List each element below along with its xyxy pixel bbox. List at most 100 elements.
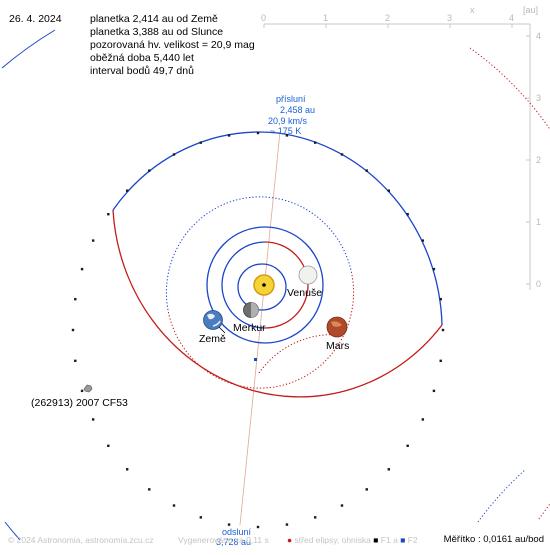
orbit-interval-dot: [439, 297, 442, 301]
sun-center: [262, 283, 266, 287]
orbit-interval-dot: [285, 134, 289, 137]
y-tick-label: 0: [536, 279, 541, 289]
orbit-interval-dot: [80, 267, 84, 271]
info-earth-distance: planetka 2,414 au od Země: [90, 13, 218, 25]
orbit-interval-dot: [172, 153, 176, 156]
orbit-interval-dot: [439, 359, 442, 363]
orbit-interval-dot: [406, 213, 409, 216]
legend-f1: F1: [380, 535, 391, 545]
y-tick-label: 4: [536, 31, 541, 41]
legend-f2: F2: [407, 535, 418, 545]
venus-orbit-below: [264, 241, 309, 329]
orbit-interval-dot: [256, 525, 260, 529]
y-tick-label: 3: [536, 93, 541, 103]
orbit-interval-dot: [227, 523, 231, 526]
perihelion-title: přísluní: [276, 94, 306, 104]
mars: Mars: [326, 316, 349, 352]
x-tick-label: 4: [509, 13, 514, 23]
orbit-interval-dot: [285, 523, 289, 526]
asteroid-orbit-below: [112, 209, 443, 398]
aphelion-info: odsluní 3,728 au: [216, 527, 252, 547]
orbit-interval-dot: [107, 213, 110, 216]
footer-legend: ● střed elipsy, ohniska ■ F1 a ■ F2: [287, 535, 418, 545]
orbit-interval-dot: [340, 153, 344, 156]
orbit-interval-dot: [91, 418, 95, 421]
orbit-interval-dot: [365, 169, 368, 172]
orbit-interval-dot: [148, 488, 151, 491]
orbit-interval-dot: [313, 141, 317, 144]
venus: Venuše: [287, 265, 322, 299]
info-block: planetka 2,414 au od Země planetka 3,388…: [90, 13, 255, 78]
mercury-orbit: [237, 263, 287, 311]
orbit-interval-dot: [406, 444, 409, 447]
orbit-interval-dot: [172, 504, 176, 507]
orbit-interval-dot: [387, 189, 391, 192]
orbit-interval-dot: [227, 134, 231, 137]
orbit-interval-dot: [74, 297, 77, 301]
asteroid-label: (262913) 2007 CF53: [31, 397, 128, 409]
orbit-interval-dot: [148, 169, 151, 172]
mars-orbit-above: [165, 196, 353, 311]
orbit-interval-dot: [421, 239, 425, 242]
orbit-interval-dot: [107, 444, 110, 447]
outer-orbit-arc-blue-left: [4, 521, 21, 541]
mars-label: Mars: [326, 340, 349, 352]
sun: [253, 274, 275, 296]
earth-disc: [203, 310, 223, 330]
orbit-interval-dot: [80, 389, 84, 393]
f2-marker-icon: ■: [400, 535, 406, 545]
orbit-interval-dot: [387, 468, 391, 471]
info-interval: interval bodů 49,7 dnů: [90, 65, 194, 77]
venus-orbit-above: [221, 241, 266, 329]
orbit-interval-dot: [199, 516, 203, 519]
orbit-interval-dot: [125, 189, 129, 192]
outer-orbit-arc-blue-dotted: [477, 469, 526, 523]
orbit-interval-dot: [441, 328, 445, 332]
perihelion-temperature: ~ 175 K: [270, 126, 301, 136]
perihelion-info: přísluní 2,458 au 20,9 km/s ~ 175 K: [268, 94, 315, 136]
mercury-label: Merkur: [233, 322, 266, 334]
aphelion-distance: 3,728 au: [216, 537, 251, 547]
center-marker-icon: ●: [287, 535, 293, 545]
asteroid-icon: [83, 384, 93, 393]
perihelion-distance: 2,458 au: [280, 105, 315, 115]
perihelion-speed: 20,9 km/s: [268, 116, 308, 126]
asteroid-orbit-point: [254, 358, 257, 361]
earth-label: Země: [199, 333, 226, 345]
aphelion-title: odsluní: [222, 527, 252, 537]
asteroid-orbit: [71, 131, 445, 529]
mars-orbit-below-2: [258, 334, 341, 374]
orbit-interval-dot: [199, 141, 203, 144]
orbit-interval-dot: [71, 328, 75, 332]
asteroid: (262913) 2007 CF53: [31, 384, 128, 409]
y-tick-label: 1: [536, 217, 541, 227]
venus-label: Venuše: [287, 287, 322, 299]
orbit-interval-dot: [256, 131, 260, 135]
legend-center: střed elipsy, ohniska: [294, 535, 371, 545]
orbit-interval-dot: [365, 488, 368, 491]
y-tick-label: 2: [536, 155, 541, 165]
mars-orbit: [165, 196, 355, 389]
x-tick-label: 2: [385, 13, 390, 23]
info-sun-distance: planetka 3,388 au od Slunce: [90, 26, 224, 38]
mars-disc: [326, 316, 348, 338]
orbit-interval-dot: [125, 468, 129, 471]
footer-copyright: © 2024 Astronomia, astronomia.zcu.cz: [8, 535, 154, 545]
info-period: oběžná doba 5,440 let: [90, 52, 194, 64]
outer-orbit-arc-blue: [1, 29, 56, 69]
earth-orbit: [206, 226, 324, 344]
mars-surface: [331, 321, 342, 327]
earth-clouds-2: [212, 320, 221, 327]
earth-clouds: [207, 313, 215, 320]
orbit-interval-dot: [421, 418, 425, 421]
y-axis-label: [au]: [523, 5, 538, 15]
asteroid-orbit-above-2: [112, 131, 279, 211]
orbit-interval-dot: [340, 504, 344, 507]
info-magnitude: pozorovaná hv. velikost = 20,9 mag: [90, 39, 255, 51]
venus-disc: [298, 265, 318, 285]
earth-marker-line: [218, 326, 226, 334]
earth: Země: [199, 310, 226, 345]
